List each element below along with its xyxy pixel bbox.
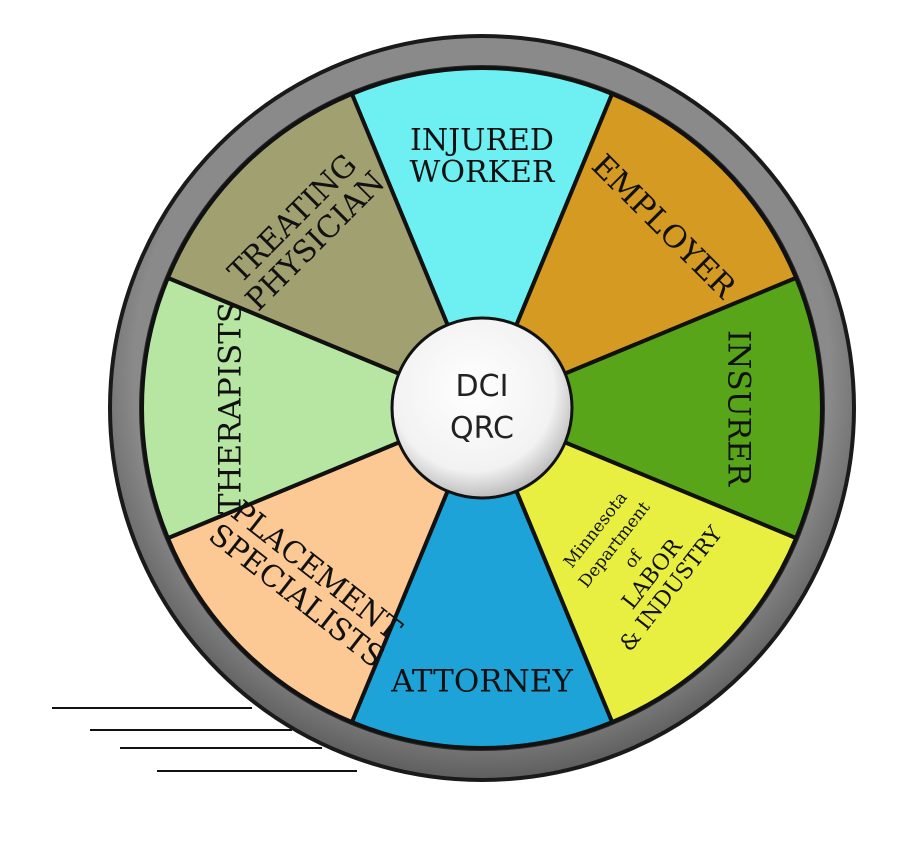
- label-injured-worker-line: WORKER: [410, 155, 556, 190]
- label-insurer: INSURER: [721, 330, 757, 488]
- label-attorney-line: ATTORNEY: [390, 664, 573, 700]
- hub-label-dci: DCI: [456, 369, 509, 404]
- label-insurer-line: INSURER: [721, 330, 757, 488]
- label-therapists: THERAPISTS: [213, 302, 249, 514]
- segment-injured-worker: [349, 66, 615, 414]
- segments: [140, 66, 824, 750]
- segment-treating-physician: [165, 91, 486, 412]
- segment-insurer: [476, 275, 824, 541]
- speed-lines: [52, 707, 357, 772]
- label-attorney: ATTORNEY: [390, 664, 573, 700]
- segment-employer: [478, 91, 799, 412]
- label-therapists-line: THERAPISTS: [213, 302, 249, 514]
- label-injured-worker-line: INJURED: [410, 123, 554, 158]
- hub-label-qrc: QRC: [450, 411, 514, 446]
- segment-mn-dept-labor: [478, 404, 799, 725]
- segment-therapists: [140, 275, 488, 541]
- segment-attorney: [349, 402, 615, 750]
- hub: [390, 316, 574, 500]
- segment-placement-specialists: [165, 404, 486, 725]
